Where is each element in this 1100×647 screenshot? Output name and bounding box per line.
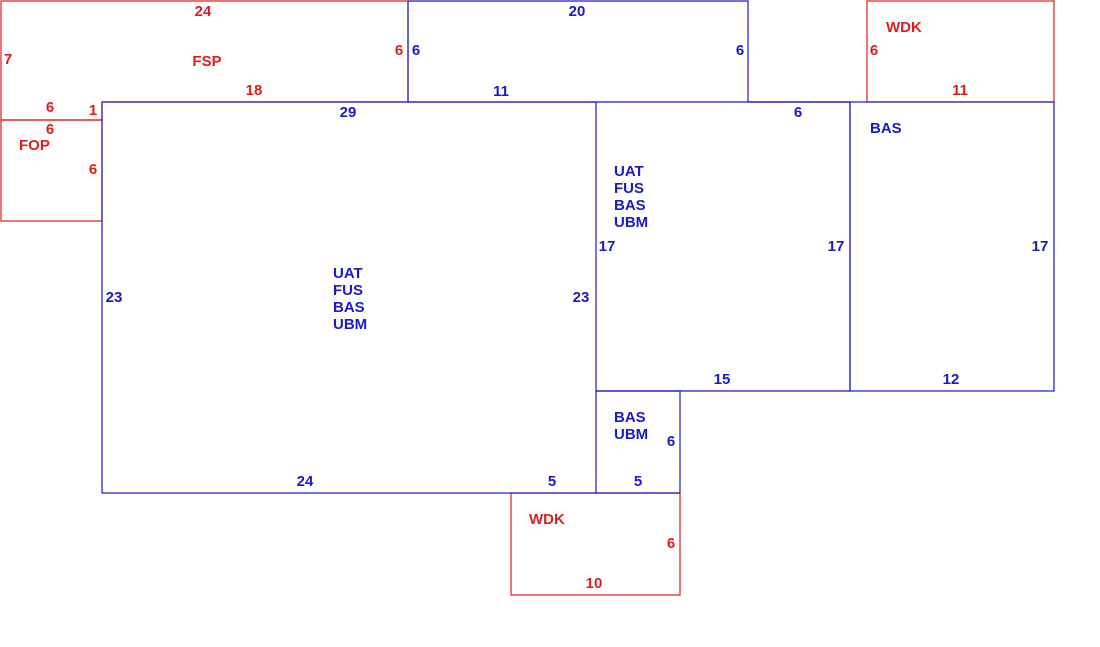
main-room-label-line-3: BAS — [333, 299, 365, 316]
small-room-outline — [596, 390, 681, 494]
main-room-outline — [101, 101, 597, 494]
fop-top-dimension: 6 — [46, 121, 54, 138]
bas-room-outline — [849, 101, 1055, 392]
fsp-room-name: FSP — [192, 53, 221, 70]
middle-room-left-dimension: 17 — [599, 238, 616, 255]
middle-room-outline — [596, 101, 851, 392]
main-room-left-dimension: 23 — [106, 289, 123, 306]
small-room-bottom-dimension: 5 — [634, 473, 642, 490]
wdk-top-room-name: WDK — [886, 19, 922, 36]
upper-middle-bottom-right-dimension: 6 — [794, 104, 802, 121]
fop-room-name: FOP — [19, 137, 50, 154]
fsp-notch-dimension: 1 — [89, 102, 97, 119]
upper-middle-bottom-left-dimension: 11 — [493, 83, 509, 100]
main-room-label-line-1: UAT — [333, 265, 363, 282]
main-room-bottom-right-dimension: 5 — [548, 473, 556, 490]
fsp-left-dimension: 7 — [4, 51, 12, 68]
wdk-top-left-dimension: 6 — [870, 42, 878, 59]
wdk-bottom-right-dimension: 6 — [667, 535, 675, 552]
main-room-right-dimension: 23 — [573, 289, 590, 306]
wdk-top-bottom-dimension: 11 — [952, 82, 968, 99]
fsp-right-dimension: 6 — [395, 42, 403, 59]
middle-room-label-line-1: UAT — [614, 163, 644, 180]
upper-middle-top-dimension: 20 — [569, 3, 586, 20]
bas-room-right-dimension: 17 — [1032, 238, 1049, 255]
bas-room-name: BAS — [870, 120, 902, 137]
main-room-bottom-dimension: 24 — [297, 473, 314, 490]
main-room-label-line-4: UBM — [333, 316, 367, 333]
small-room-right-dimension: 6 — [667, 433, 675, 450]
fsp-bottom-left-dimension: 6 — [46, 99, 54, 116]
main-room-top-dimension: 29 — [340, 104, 357, 121]
middle-room-label-line-4: UBM — [614, 214, 648, 231]
upper-middle-right-dimension: 6 — [736, 42, 744, 59]
small-room-label-line-1: BAS — [614, 409, 646, 426]
middle-room-right-dimension: 17 — [828, 238, 845, 255]
main-room-label-line-2: FUS — [333, 282, 363, 299]
upper-middle-outline — [407, 0, 850, 103]
middle-room-bottom-dimension: 15 — [714, 371, 731, 388]
wdk-bottom-bottom-dimension: 10 — [586, 575, 603, 592]
fsp-top-dimension: 24 — [195, 3, 212, 20]
middle-room-label-line-3: BAS — [614, 197, 646, 214]
fop-right-dimension: 6 — [89, 161, 97, 178]
bas-room-bottom-dimension: 12 — [943, 371, 960, 388]
wdk-bottom-room-name: WDK — [529, 511, 565, 528]
middle-room-label-line-2: FUS — [614, 180, 644, 197]
small-room-label-line-2: UBM — [614, 426, 648, 443]
upper-middle-left-dimension: 6 — [412, 42, 420, 59]
fsp-bottom-dimension: 18 — [246, 82, 263, 99]
